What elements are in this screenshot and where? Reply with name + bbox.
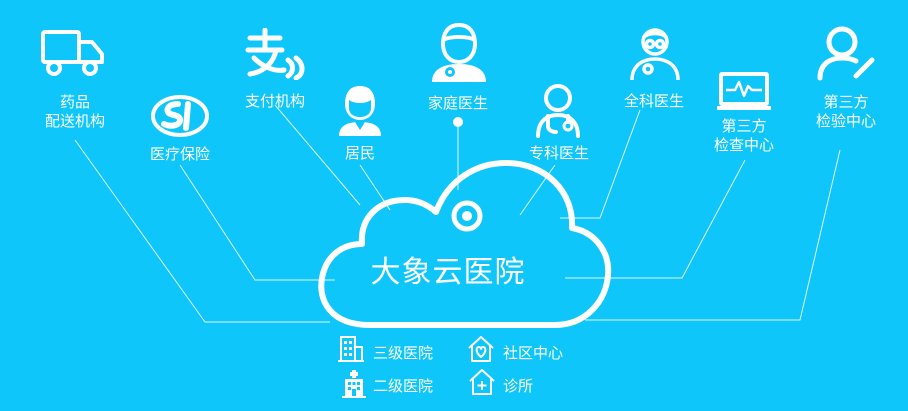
- line-exam-center: [565, 159, 746, 279]
- specialist-icon: [536, 84, 580, 138]
- clinic-icon: [469, 369, 495, 395]
- line-payment: [274, 104, 361, 206]
- label-family-doctor: 家庭医生: [427, 94, 489, 112]
- general-practitioner-icon: [630, 28, 680, 80]
- legend-community-center: 社区中心: [503, 344, 564, 362]
- label-lab-center: 第三方 检验中心: [816, 93, 876, 131]
- label-lab-center-line2: 检验中心: [815, 112, 877, 130]
- legend-tertiary-hospital: 三级医院: [373, 344, 434, 362]
- cloud-title: 大象云医院: [370, 255, 526, 290]
- label-insurance: 医疗保险: [149, 145, 211, 163]
- label-exam-center-line2: 检查中心: [713, 136, 775, 154]
- cloud-outline: [318, 160, 612, 328]
- legend-clinic: 诊所: [503, 377, 534, 395]
- family-doctor-node-dot: [453, 117, 463, 127]
- family-doctor-icon: [432, 22, 486, 82]
- label-exam-center-line1: 第三方: [721, 117, 767, 135]
- label-resident: 居民: [344, 144, 376, 162]
- line-insurance: [179, 164, 335, 281]
- secondary-hospital-icon: [342, 370, 366, 398]
- payment-icon: [245, 28, 305, 80]
- line-lab-center: [585, 149, 841, 321]
- legend-secondary-hospital: 二级医院: [373, 377, 434, 395]
- resident-icon: [339, 86, 381, 136]
- label-lab-center-line1: 第三方: [823, 93, 869, 111]
- label-payment: 支付机构: [244, 92, 306, 110]
- label-drug-delivery: 药品 配送机构: [45, 93, 105, 131]
- cloud-eye-icon: [451, 200, 483, 232]
- label-drug-delivery-line2: 配送机构: [44, 112, 106, 130]
- insurance-badge-icon: [151, 95, 209, 137]
- tertiary-hospital-icon: [338, 336, 364, 362]
- label-drug-delivery-line1: 药品: [59, 93, 91, 111]
- user-edit-icon: [817, 26, 875, 81]
- label-general-practitioner: 全科医生: [623, 92, 685, 110]
- label-exam-center: 第三方 检查中心: [714, 117, 774, 155]
- monitor-ecg-icon: [717, 72, 771, 110]
- community-center-icon: [468, 336, 494, 362]
- line-drug-delivery: [74, 139, 330, 323]
- label-specialist: 专科医生: [528, 144, 590, 162]
- truck-icon: [41, 30, 104, 76]
